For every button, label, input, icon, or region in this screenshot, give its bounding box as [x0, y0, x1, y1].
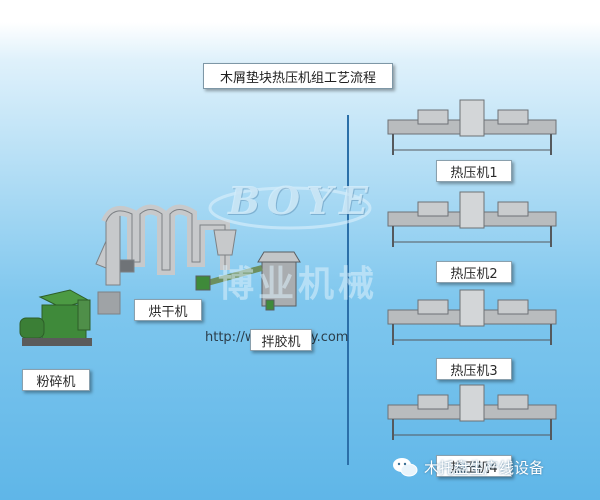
press-machine-3 [387, 289, 557, 345]
label-press-1: 热压机1 [436, 160, 512, 182]
boye-logo: BOYE [228, 178, 375, 223]
wechat-watermark: 木托盘生产线设备 [392, 454, 544, 480]
label-dryer: 烘干机 [134, 299, 202, 321]
label-crusher: 粉碎机 [22, 369, 90, 391]
logo-swoosh [208, 186, 372, 230]
label-press-3: 热压机3 [436, 358, 512, 380]
dryer-machine [95, 204, 237, 315]
press-machine-2 [387, 191, 557, 247]
diagram-title: 木屑垫块热压机组工艺流程 [203, 63, 393, 89]
label-press-4: 热压机4 [436, 455, 512, 477]
wechat-icon [393, 458, 418, 477]
crusher-machine [19, 289, 92, 346]
label-press-2: 热压机2 [436, 261, 512, 283]
glue-mixer-machine [195, 251, 301, 311]
footer-brand: 木托盘生产线设备 [424, 458, 545, 477]
press-machine-1 [387, 99, 557, 155]
press-machine-4 [387, 384, 557, 440]
brand-watermark: 博业机械 [218, 264, 379, 305]
label-glue-mixer: 拌胶机 [250, 329, 312, 351]
